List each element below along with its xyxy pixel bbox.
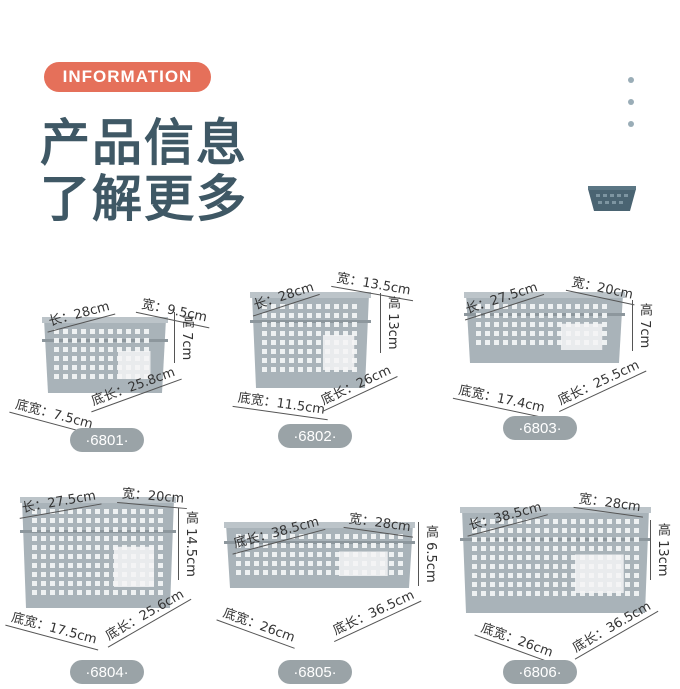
height-label: 高 6.5cm — [418, 522, 440, 586]
decor-dot — [628, 121, 634, 127]
model-badge: ·6802· — [278, 424, 352, 448]
decor-dot — [628, 77, 634, 83]
page-title: 产品信息 — [40, 114, 248, 172]
basket-image — [458, 505, 653, 620]
model-badge: ·6801· — [70, 428, 144, 452]
basket-image — [18, 495, 178, 615]
basket-image — [462, 290, 627, 370]
basket-image — [40, 315, 170, 400]
basket-image — [248, 290, 373, 395]
basket-icon — [588, 186, 636, 211]
base-width-label: 底宽：26cm — [216, 600, 302, 649]
model-badge: ·6803· — [503, 416, 577, 440]
height-label: 高 13cm — [650, 520, 672, 580]
model-badge: ·6805· — [278, 660, 352, 684]
base-width-label: 底宽：17.4cm — [452, 378, 551, 419]
basket-image — [222, 520, 417, 595]
decor-dot — [628, 99, 634, 105]
height-label: 高 14.5cm — [178, 508, 200, 580]
model-badge: ·6804· — [70, 660, 144, 684]
information-badge: INFORMATION — [44, 62, 211, 92]
page-subtitle: 了解更多 — [40, 170, 248, 228]
height-label: 高 7cm — [174, 312, 196, 364]
model-badge: ·6806· — [503, 660, 577, 684]
height-label: 高 13cm — [380, 293, 402, 353]
height-label: 高 7cm — [632, 300, 654, 352]
base-width-label: 底宽：26cm — [474, 615, 560, 664]
